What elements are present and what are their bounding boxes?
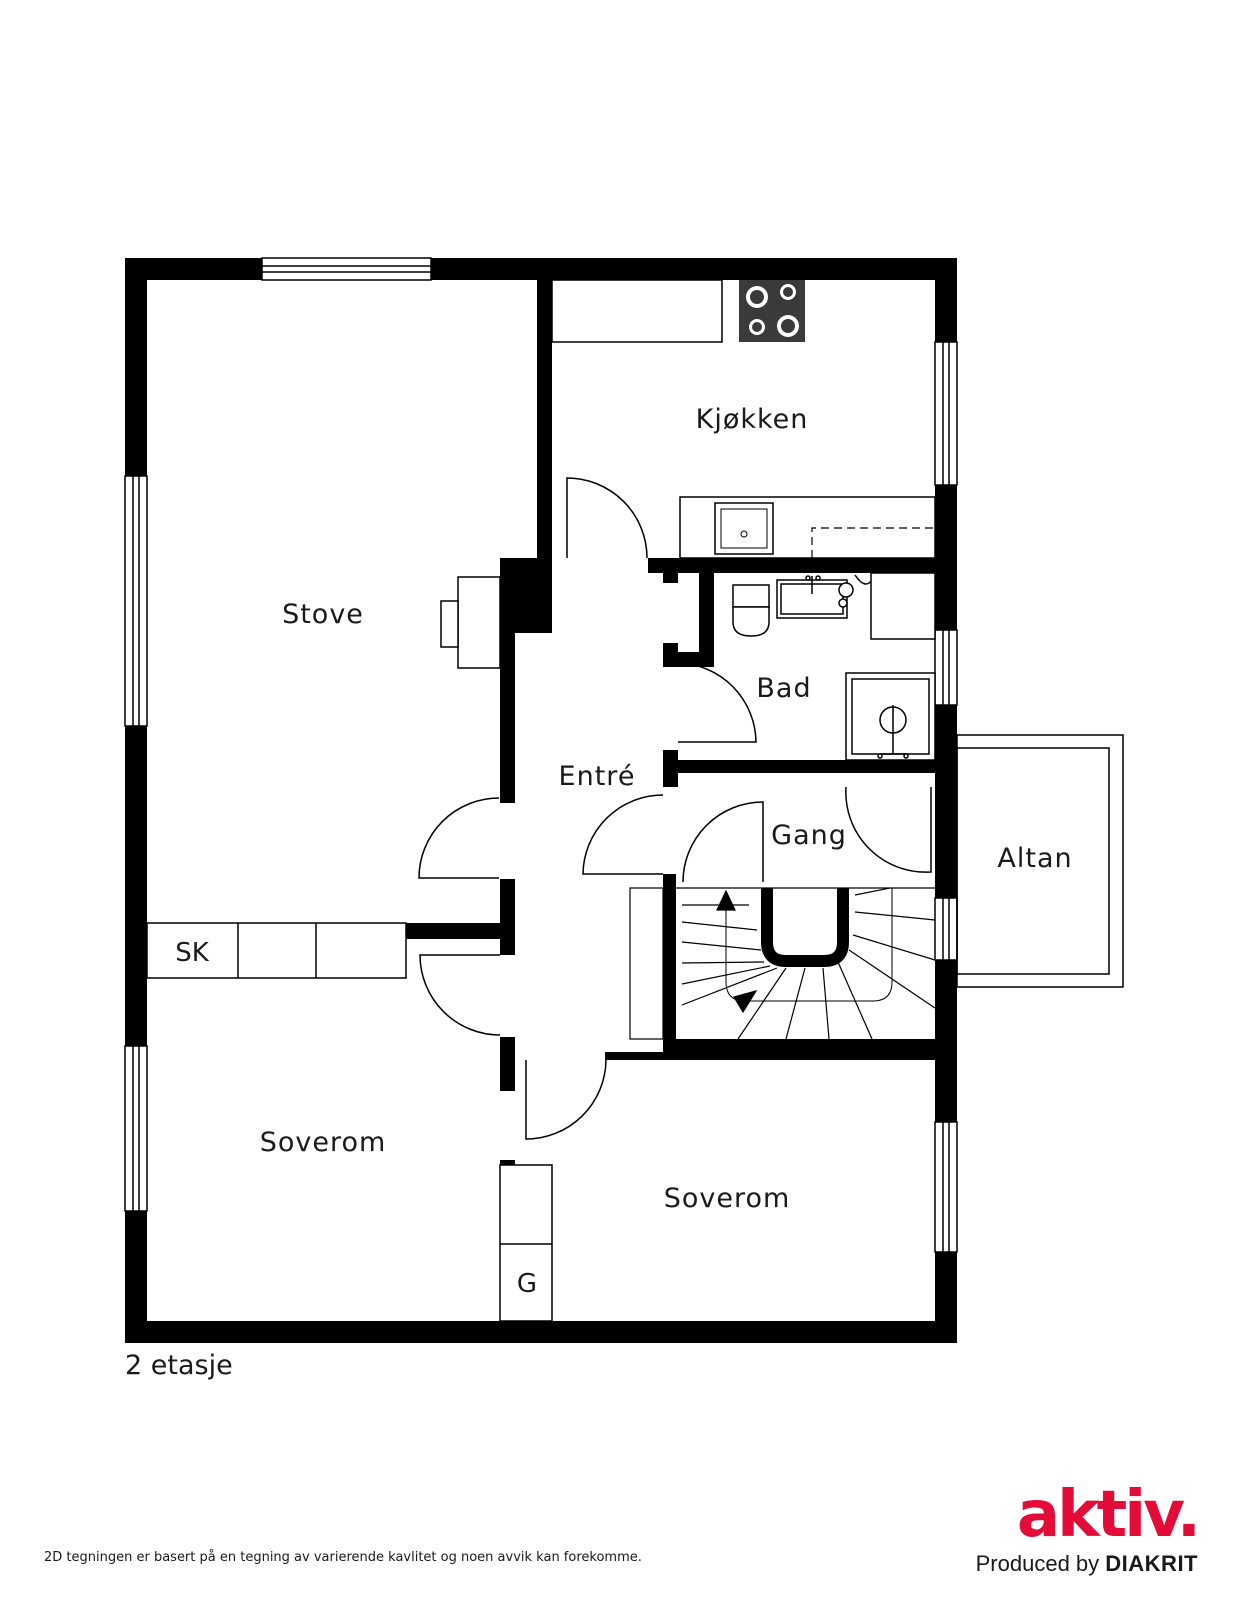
room-label-closet: SK bbox=[175, 938, 210, 968]
room-label-living: Stove bbox=[282, 599, 364, 630]
doors bbox=[418, 477, 932, 1140]
toilet-icon bbox=[732, 584, 770, 637]
producer-name: DIAKRIT bbox=[1105, 1551, 1198, 1576]
aktiv-logo: aktiv. bbox=[1016, 1478, 1201, 1552]
staircase bbox=[629, 887, 936, 1040]
shower-icon bbox=[845, 672, 936, 761]
floor-label: 2 etasje bbox=[125, 1350, 233, 1381]
kitchen-fixtures bbox=[551, 279, 936, 559]
room-label-bathroom: Bad bbox=[756, 673, 811, 704]
kitchen-sink-icon bbox=[714, 502, 774, 555]
room-label-wardrobe: G bbox=[517, 1269, 537, 1299]
room-label-bedroom-right: Soverom bbox=[664, 1183, 791, 1214]
bathroom-fixtures bbox=[732, 572, 936, 761]
brand-block: aktiv. Produced by DIAKRIT bbox=[976, 1478, 1201, 1577]
storage bbox=[146, 922, 553, 1322]
interior-walls bbox=[406, 258, 957, 1343]
windows bbox=[124, 257, 958, 1253]
room-label-balcony: Altan bbox=[997, 843, 1072, 874]
produced-by-label: Produced by bbox=[975, 1551, 1100, 1576]
produced-by: Produced by DIAKRIT bbox=[976, 1551, 1198, 1577]
room-label-kitchen: Kjøkken bbox=[696, 404, 809, 435]
balcony-outline bbox=[956, 734, 1124, 988]
stair-arrow-up-icon bbox=[716, 889, 736, 911]
room-label-hallway: Gang bbox=[771, 820, 847, 851]
stove-icon bbox=[739, 280, 805, 342]
disclaimer-text: 2D tegningen er basert på en tegning av … bbox=[44, 1550, 642, 1565]
stair-arrow-down-icon bbox=[733, 990, 758, 1014]
room-label-bedroom-left: Soverom bbox=[260, 1127, 387, 1158]
room-label-entrance: Entré bbox=[559, 761, 636, 792]
fireplace bbox=[440, 576, 501, 669]
bathroom-sink-icon bbox=[776, 575, 848, 619]
